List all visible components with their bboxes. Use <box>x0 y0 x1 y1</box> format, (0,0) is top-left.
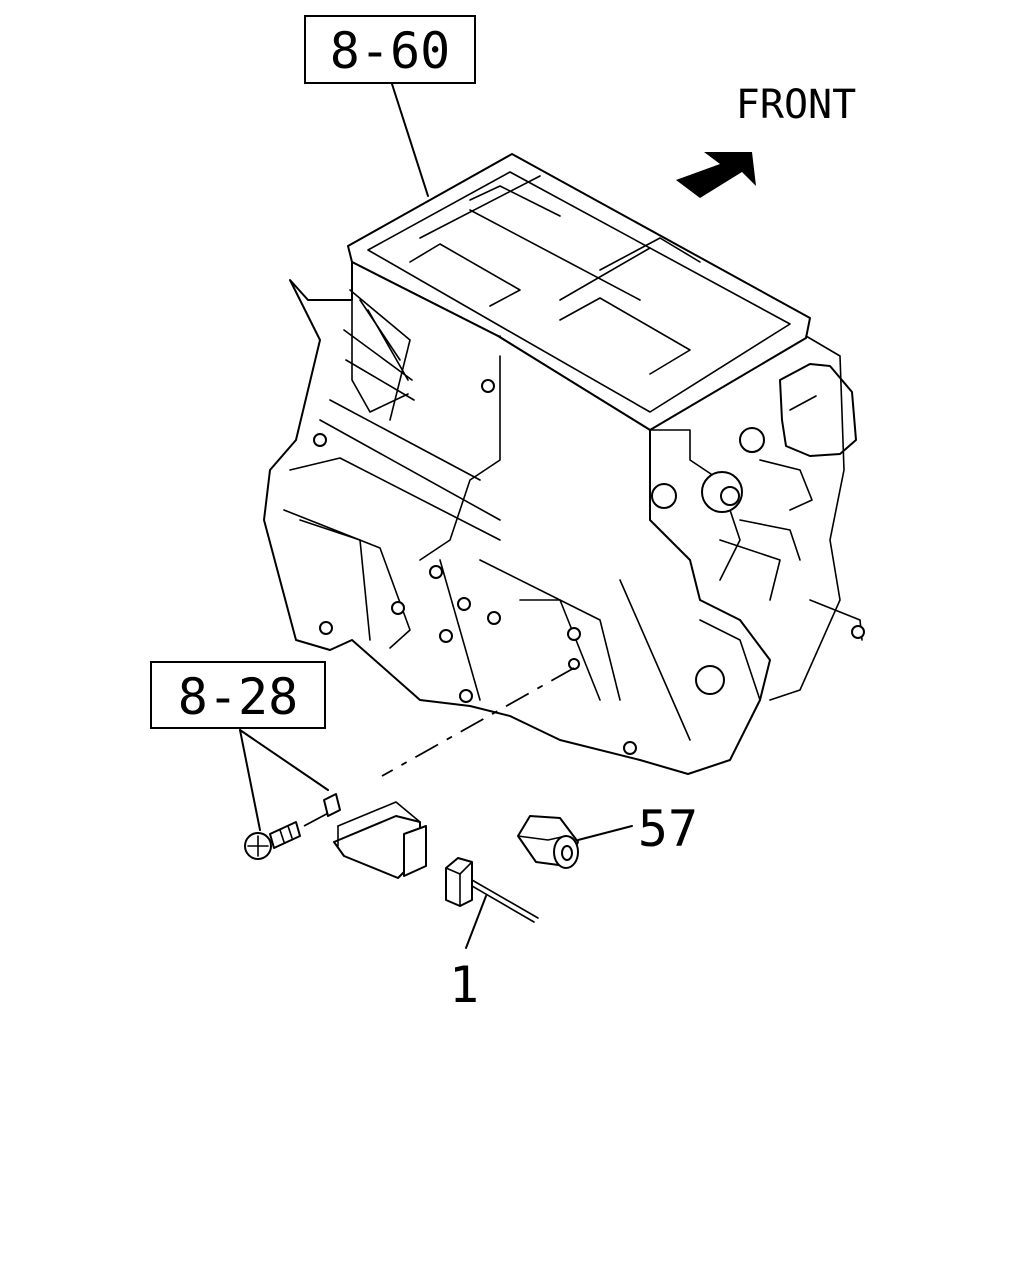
screw-icon <box>244 821 301 860</box>
leader-part-1 <box>465 895 487 949</box>
ref-box-8-60[interactable]: 8-60 <box>304 15 476 84</box>
leader-8-60 <box>391 83 429 197</box>
ref-box-8-28[interactable]: 8-28 <box>150 661 326 729</box>
sensor-with-wire <box>445 857 539 923</box>
sensor-bracket <box>323 793 427 879</box>
leader-part-57 <box>577 825 633 841</box>
front-arrow-icon <box>676 152 756 198</box>
callout-part-1[interactable]: 1 <box>449 956 479 1014</box>
grommet-icon <box>517 815 579 869</box>
ref-box-8-60-label: 8-60 <box>330 22 450 80</box>
leader-8-28-bracket <box>239 729 329 791</box>
callout-part-57[interactable]: 57 <box>638 800 698 858</box>
screw-assembly-line <box>303 809 335 827</box>
ref-box-8-28-label: 8-28 <box>178 668 298 726</box>
leader-8-28-screw <box>239 729 261 831</box>
front-label: FRONT <box>736 82 856 128</box>
hvac-unit-housing <box>263 153 865 775</box>
assembly-line <box>381 667 575 777</box>
